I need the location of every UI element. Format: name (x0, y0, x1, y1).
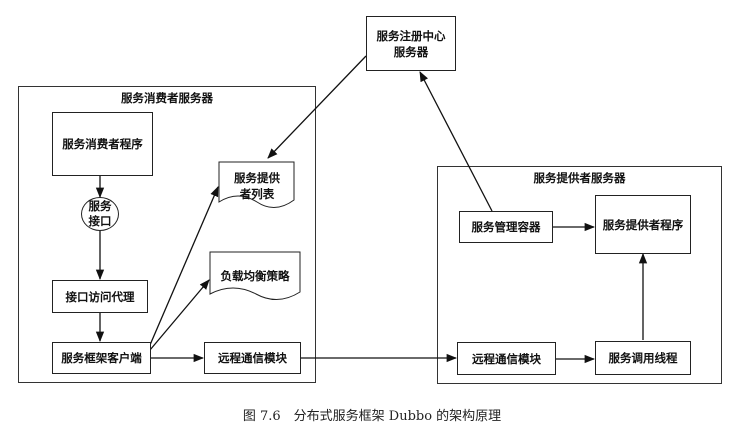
interface-line1: 服务 (88, 199, 112, 213)
invoke-thread-box: 服务调用线程 (595, 341, 691, 375)
provider-program-box: 服务提供者程序 (595, 195, 691, 254)
provider-server-title: 服务提供者服务器 (533, 171, 626, 185)
load-balance-doc-shape (209, 251, 301, 300)
arrow-manager-to-registry (419, 71, 493, 212)
arrow-registry-to-provider-list (267, 55, 367, 159)
registry-line2: 服务器 (393, 44, 429, 59)
registry-center-server: 服务注册中心 服务器 (366, 16, 456, 71)
interface-line2: 接口 (88, 214, 112, 228)
provider-list-line2: 者列表 (239, 187, 275, 201)
provider-server-container: 服务提供者服务器 (437, 166, 722, 384)
framework-client-box: 服务框架客户端 (52, 342, 151, 374)
service-interface-circle: 服务 接口 (81, 197, 119, 231)
consumer-remote-comm-box: 远程通信模块 (204, 342, 301, 374)
consumer-program-box: 服务消费者程序 (52, 112, 153, 176)
provider-list-line1: 服务提供 (234, 171, 280, 185)
arrow-client-to-provider-list (149, 186, 219, 346)
provider-remote-comm-box: 远程通信模块 (457, 342, 556, 375)
service-manager-box: 服务管理容器 (459, 211, 553, 243)
provider-list-doc-shape (218, 161, 295, 208)
registry-line1: 服务注册中心 (376, 28, 446, 43)
load-balance-label: 负载均衡策略 (220, 269, 290, 283)
figure-caption: 图 7.6 分布式服务框架 Dubbo 的架构原理 (242, 409, 502, 424)
provider-list-label: 服务提供 者列表 (222, 170, 292, 202)
interface-proxy-box: 接口访问代理 (52, 280, 148, 313)
arrow-client-to-load-balance (149, 279, 210, 351)
consumer-server-title: 服务消费者服务器 (121, 91, 213, 105)
consumer-server-container: 服务消费者服务器 (18, 86, 316, 383)
